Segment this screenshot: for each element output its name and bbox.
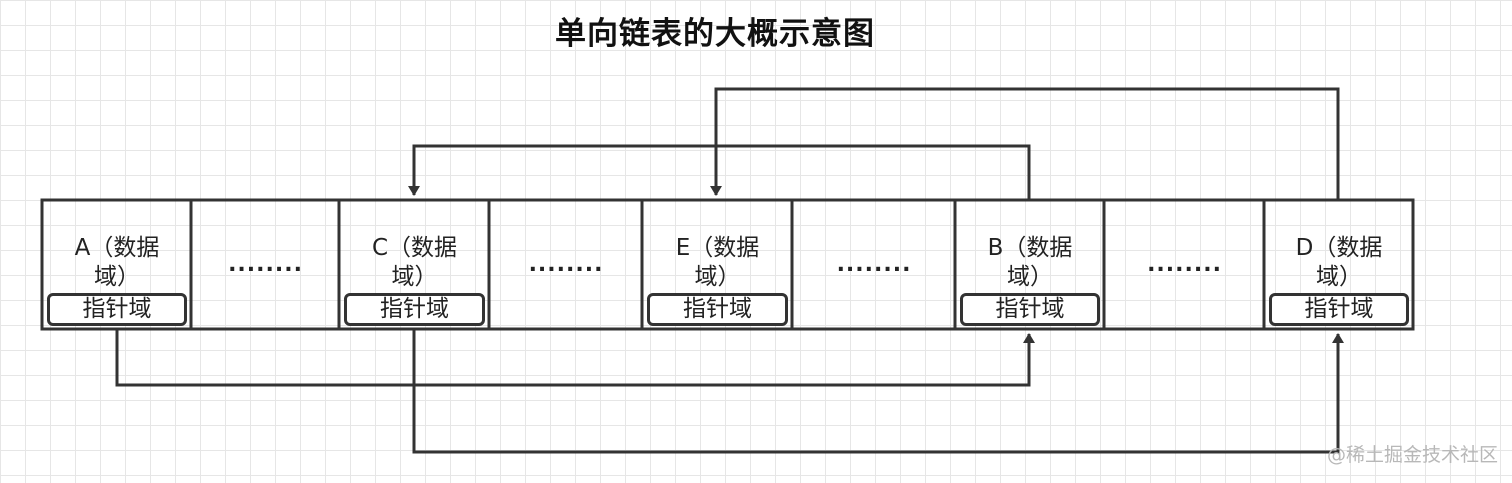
node-e-data-field: E（数据域）	[675, 235, 760, 290]
node-a-pointer-field: 指针域	[47, 293, 187, 326]
node-c: C（数据域） 指针域	[341, 200, 488, 329]
link-arrow-c-to-d	[412, 329, 1344, 454]
node-e-pointer-field: 指针域	[647, 293, 788, 326]
node-b-data-field: B（数据域）	[987, 235, 1073, 290]
link-arrow-a-to-b	[115, 329, 1035, 387]
node-d: D（数据域） 指针域	[1266, 200, 1412, 329]
ellipsis-cell: ........	[193, 200, 338, 329]
node-e: E（数据域） 指针域	[644, 200, 791, 329]
link-arrow-b-to-c	[408, 144, 1031, 200]
node-a: A（数据域） 指针域	[44, 200, 190, 329]
node-a-data-field: A（数据域）	[74, 235, 160, 290]
diagram-title: 单向链表的大概示意图	[555, 16, 875, 52]
ellipsis-cell: ........	[794, 200, 954, 329]
ellipsis-cell: ........	[491, 200, 641, 329]
node-c-pointer-field: 指针域	[344, 293, 485, 326]
node-b-pointer-field: 指针域	[960, 293, 1100, 326]
link-arrow-d-to-e	[710, 87, 1340, 200]
ellipsis: ........	[836, 252, 912, 277]
node-b: B（数据域） 指针域	[957, 200, 1103, 329]
node-c-data-field: C（数据域）	[371, 235, 458, 290]
ellipsis-cell: ........	[1106, 200, 1263, 329]
list-strip-border	[40, 198, 1415, 331]
node-d-pointer-field: 指针域	[1269, 293, 1409, 326]
watermark: @稀土掘金技术社区	[1326, 444, 1498, 466]
ellipsis: ........	[228, 252, 303, 277]
ellipsis: ........	[1147, 252, 1222, 277]
node-d-data-field: D（数据域）	[1295, 235, 1383, 290]
ellipsis: ........	[528, 252, 604, 277]
